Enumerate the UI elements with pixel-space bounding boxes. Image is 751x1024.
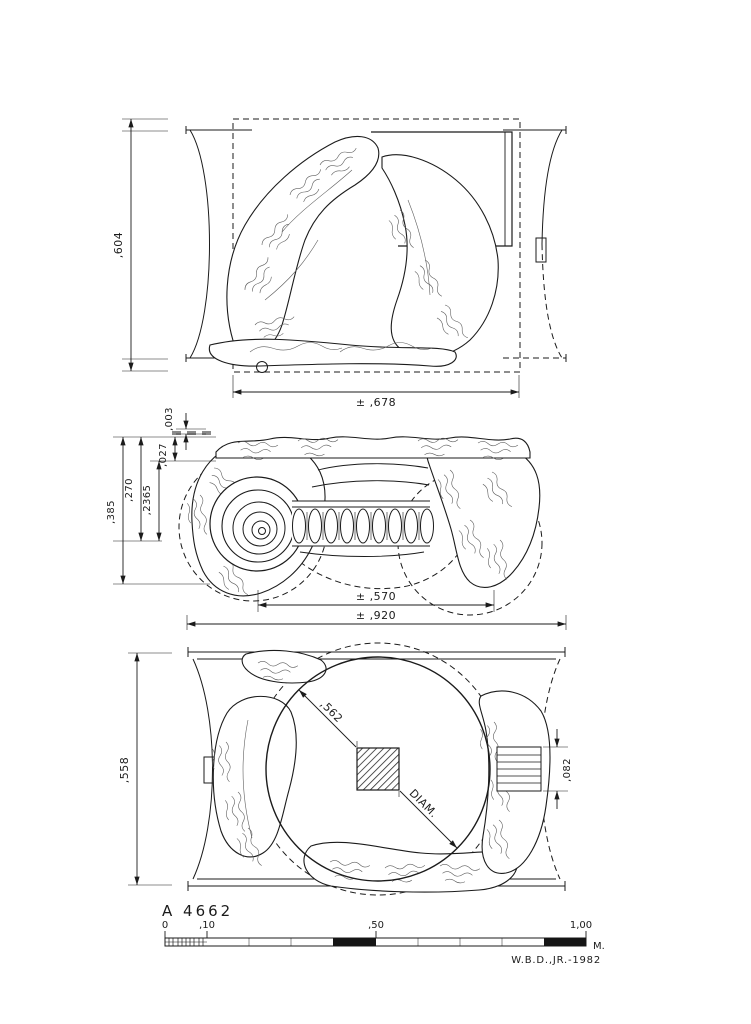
dim-082-label: ,082	[562, 758, 573, 782]
dim-385-label: ,385	[106, 500, 117, 524]
fragment-bottom-left	[212, 695, 297, 858]
scale-tick-10: ,10	[199, 920, 215, 931]
dim-003-label: ,003	[164, 407, 175, 431]
dim-270-label: ,270	[124, 478, 135, 502]
bottom-view: ,562 DIAM. ,558 ,082	[118, 642, 573, 896]
dim-920-label: ± ,920	[356, 609, 396, 622]
fragment-side-right	[426, 440, 541, 588]
scale-unit: M.	[593, 941, 605, 952]
contact-band	[496, 746, 542, 792]
side-view-dimensions: ,003 ,027 ,2365 ,270 ,385 ± ,570 ± ,920	[106, 407, 567, 630]
dim-558-label: ,558	[118, 757, 131, 784]
diam-word-label: DIAM.	[407, 787, 441, 821]
scale-tick-0: 0	[162, 920, 168, 931]
scale-segment-dark-1	[333, 938, 376, 946]
dim-678-label: ± ,678	[356, 396, 396, 409]
catalog-number: A 4662	[162, 902, 233, 920]
dim-027-label: ,027	[158, 443, 169, 467]
draughtsman-credit: W.B.D.,JR.-1982	[511, 955, 601, 966]
dim-604-label: ,604	[112, 232, 125, 259]
fragment-top-bottom	[208, 338, 457, 367]
top-view-dimensions: ,604 ± ,678	[112, 118, 520, 409]
scale-tick-50: ,50	[368, 920, 384, 931]
side-view: ,003 ,027 ,2365 ,270 ,385 ± ,570 ± ,920	[106, 407, 567, 630]
dowel-hole	[256, 361, 268, 373]
center-hatched-square	[356, 741, 400, 797]
top-view: ,604 ± ,678	[112, 118, 567, 409]
diam-value-label: ,562	[318, 698, 346, 726]
scale-segment-dark-2	[544, 938, 586, 946]
dim-570-label: ± ,570	[356, 590, 396, 603]
dim-2365-label: ,2365	[142, 485, 153, 516]
fragment-top-large	[226, 135, 380, 358]
abacus-band	[215, 436, 531, 459]
egg-and-dart	[292, 500, 434, 557]
volute-spiral	[209, 476, 305, 572]
scale-tick-100: 1,00	[570, 920, 592, 931]
bearing-circle	[265, 656, 491, 882]
scale-bar: 0 ,10 ,50 1,00 M.	[162, 920, 605, 952]
bolster-band-notch	[535, 237, 547, 263]
top-view-restored-outline	[185, 118, 567, 373]
top-view-fragments	[208, 131, 513, 373]
fragment-top-right	[381, 154, 499, 358]
